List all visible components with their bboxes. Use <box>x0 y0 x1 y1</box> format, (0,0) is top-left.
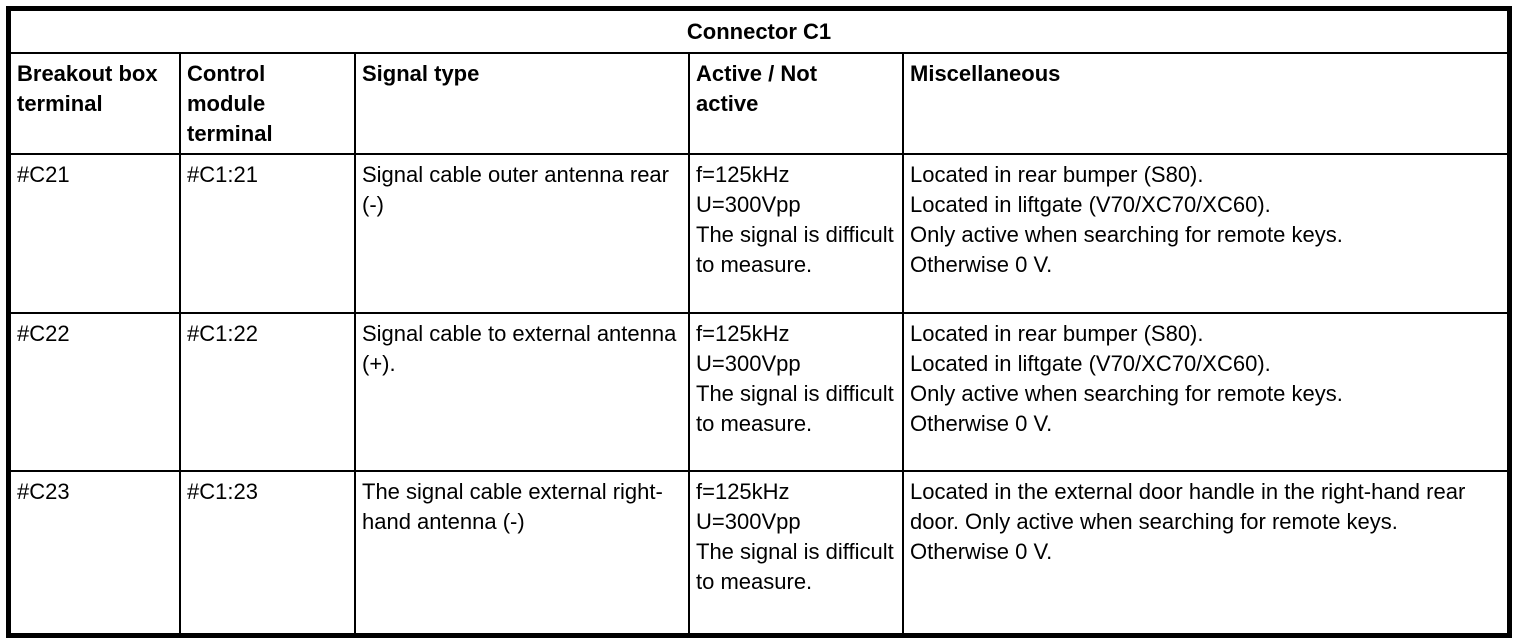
cell-line: #C1:22 <box>187 321 258 346</box>
column-header-line: active <box>696 91 759 116</box>
cell-line: Located in the external door handle in t… <box>910 479 1466 564</box>
cell-breakout-box-terminal: #C23 <box>9 470 181 635</box>
cell-line: The signal cable external right-hand ant… <box>362 479 663 534</box>
cell-line: Otherwise 0 V. <box>910 252 1053 277</box>
cell-miscellaneous: Located in the external door handle in t… <box>902 470 1509 635</box>
cell-signal-type: Signal cable outer antenna rear (-) <box>354 153 690 314</box>
column-header-line: module <box>187 91 266 116</box>
table-row: #C21 #C1:21 Signal cable outer antenna rea… <box>9 153 1509 314</box>
column-header-line: Control <box>187 61 266 86</box>
cell-line: f=125kHz <box>696 479 790 504</box>
cell-miscellaneous: Located in rear bumper (S80). Located in … <box>902 153 1509 314</box>
table-title: Connector C1 <box>9 9 1509 54</box>
cell-line: Located in liftgate (V70/XC70/XC60). <box>910 192 1271 217</box>
column-header-active-not-active: Active / Not active <box>688 52 904 155</box>
cell-miscellaneous: Located in rear bumper (S80). Located in … <box>902 312 1509 472</box>
cell-line: The signal is difficult to measure. <box>696 222 894 277</box>
cell-line: #C1:21 <box>187 162 258 187</box>
cell-line: The signal is difficult to measure. <box>696 381 894 436</box>
cell-line: Located in rear bumper (S80). <box>910 321 1204 346</box>
header-row: Breakout box terminal Control module termina… <box>9 52 1509 155</box>
column-header-control-module-terminal: Control module terminal <box>179 52 356 155</box>
cell-line: Otherwise 0 V. <box>910 411 1053 436</box>
cell-line: Only active when searching for remote ke… <box>910 222 1343 247</box>
column-header-signal-type: Signal type <box>354 52 690 155</box>
cell-line: Located in liftgate (V70/XC70/XC60). <box>910 351 1271 376</box>
cell-line: Signal cable outer antenna rear (-) <box>362 162 669 217</box>
cell-breakout-box-terminal: #C22 <box>9 312 181 472</box>
cell-line: f=125kHz <box>696 321 790 346</box>
column-header-miscellaneous: Miscellaneous <box>902 52 1509 155</box>
cell-line: #C21 <box>17 162 70 187</box>
cell-line: U=300Vpp <box>696 351 801 376</box>
cell-line: #C22 <box>17 321 70 346</box>
cell-line: The signal is difficult to measure. <box>696 539 894 594</box>
column-header-line: Breakout box <box>17 61 158 86</box>
column-header-line: Miscellaneous <box>910 61 1061 86</box>
column-header-line: Active / Not <box>696 61 818 86</box>
cell-line: #C23 <box>17 479 70 504</box>
column-header-line: terminal <box>17 91 103 116</box>
cell-control-module-terminal: #C1:22 <box>179 312 356 472</box>
cell-signal-type: Signal cable to external antenna (+). <box>354 312 690 472</box>
column-header-line: Signal type <box>362 61 480 86</box>
column-header-breakout-box-terminal: Breakout box terminal <box>9 52 181 155</box>
table-title-row: Connector C1 <box>9 9 1509 54</box>
cell-control-module-terminal: #C1:23 <box>179 470 356 635</box>
cell-signal-type: The signal cable external right-hand ant… <box>354 470 690 635</box>
cell-control-module-terminal: #C1:21 <box>179 153 356 314</box>
cell-line: Only active when searching for remote ke… <box>910 381 1343 406</box>
table-row: #C23 #C1:23 The signal cable external righ… <box>9 470 1509 635</box>
cell-line: #C1:23 <box>187 479 258 504</box>
cell-line: Signal cable to external antenna (+). <box>362 321 677 376</box>
cell-breakout-box-terminal: #C21 <box>9 153 181 314</box>
cell-line: f=125kHz <box>696 162 790 187</box>
column-header-line: terminal <box>187 121 273 146</box>
cell-line: U=300Vpp <box>696 192 801 217</box>
table-row: #C22 #C1:22 Signal cable to external anten… <box>9 312 1509 472</box>
cell-line: Located in rear bumper (S80). <box>910 162 1204 187</box>
cell-line: U=300Vpp <box>696 509 801 534</box>
